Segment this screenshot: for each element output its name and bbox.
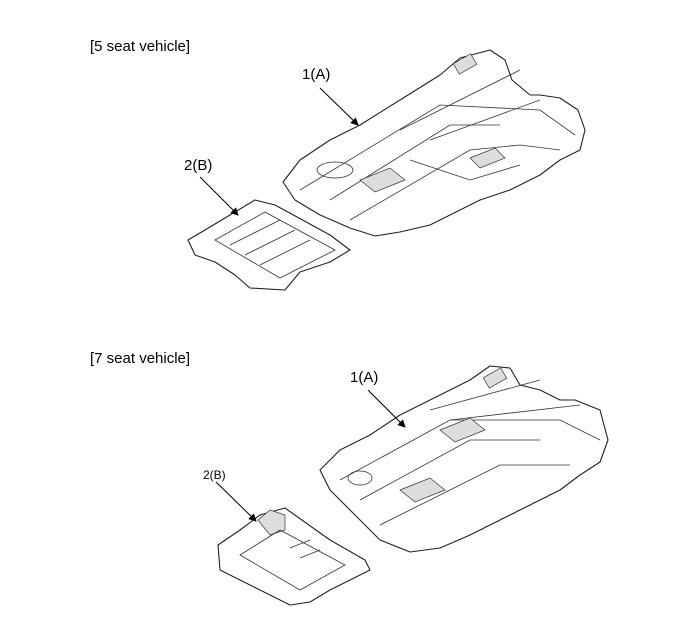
callout-arrow-1a-5-seat <box>319 87 359 126</box>
section-title-5-seat: [5 seat vehicle] <box>90 38 191 55</box>
callout-label-1a-5-seat: 1(A) <box>302 66 331 83</box>
callout-label-2b-5-seat: 2(B) <box>184 157 213 174</box>
callout-arrow-1a-7-seat <box>367 389 406 428</box>
callout-label-2b-7-seat: 2(B) <box>203 468 226 482</box>
carpet-2b-7-seat <box>217 507 371 606</box>
carpet-1a-5-seat <box>282 49 586 237</box>
callout-arrow-2b-5-seat <box>199 176 239 216</box>
carpet-1a-7-seat <box>319 365 609 553</box>
callout-arrow-2b-7-seat <box>215 481 257 522</box>
section-title-7-seat: [7 seat vehicle] <box>90 350 191 367</box>
callout-label-1a-7-seat: 1(A) <box>350 369 379 386</box>
